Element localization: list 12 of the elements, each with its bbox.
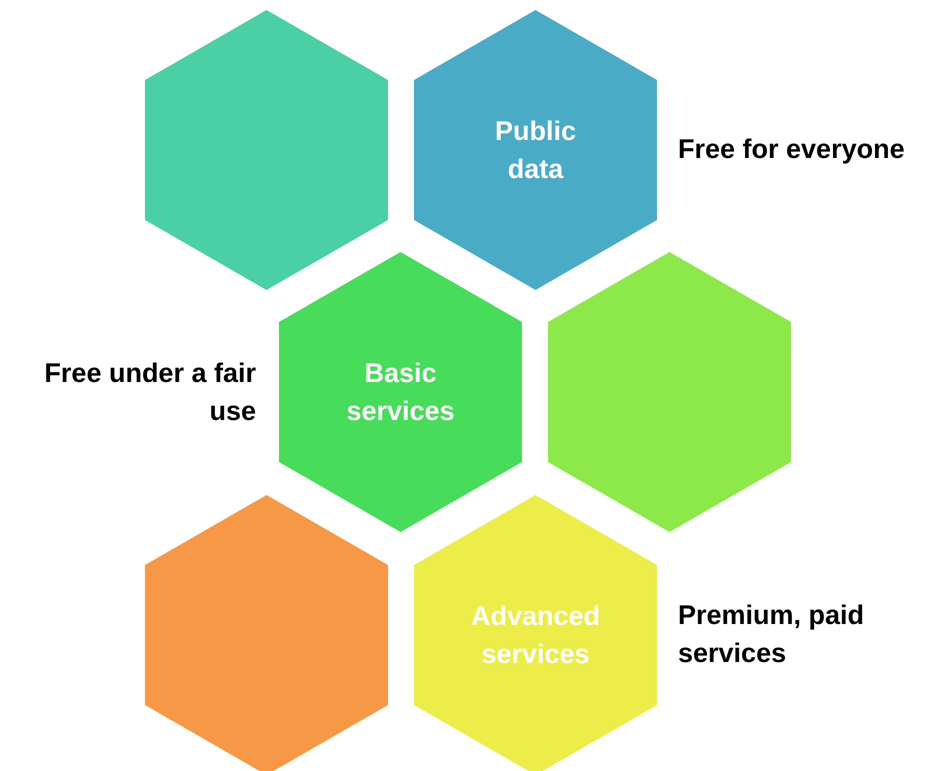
hexagon-label: Basic services — [345, 357, 456, 428]
side-note: Free under a fair use — [43, 357, 256, 428]
hexagon — [145, 10, 388, 290]
hexagon-label: Advanced services — [470, 600, 600, 671]
hexagon-label: Public data — [494, 115, 577, 186]
side-note: Premium, paid services — [678, 599, 866, 670]
side-note: Free for everyone — [678, 133, 906, 166]
hexagon — [414, 10, 657, 290]
hexagon — [414, 495, 657, 771]
hexagon — [279, 252, 522, 532]
hexagon — [548, 252, 791, 532]
hexagon — [145, 495, 388, 771]
